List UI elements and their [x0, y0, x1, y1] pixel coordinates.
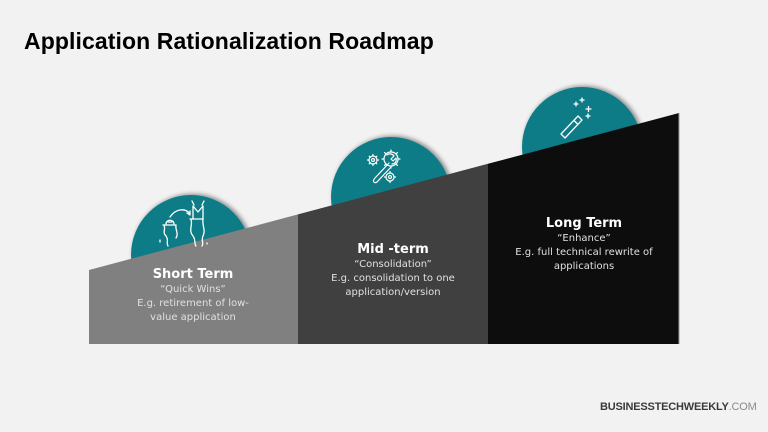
stage-subtitle: “Quick Wins”	[160, 284, 226, 295]
leap-over-gap-icon	[159, 200, 208, 247]
magic-wand-icon	[560, 97, 592, 139]
brand-domain: .COM	[728, 401, 757, 413]
segment-long-term	[488, 113, 679, 344]
stage-short-term: Short Term “Quick Wins” E.g. retirement …	[104, 266, 282, 325]
stage-long-term: Long Term “Enhance” E.g. full technical …	[491, 215, 677, 274]
stage-description-line: E.g. full technical rewrite of	[515, 247, 653, 258]
stage-subtitle: “Enhance”	[557, 233, 611, 244]
page-title: Application Rationalization Roadmap	[24, 28, 434, 54]
stage-title: Mid -term	[357, 242, 429, 257]
stage-description-line: application/version	[345, 287, 441, 298]
brand-watermark: BUSINESSTECHWEEKLY.COM	[600, 401, 757, 413]
stage-title: Long Term	[545, 216, 623, 231]
stage-title: Short Term	[152, 267, 234, 282]
segment-mid-term	[298, 163, 488, 344]
segment-short-term	[89, 214, 298, 344]
stage-description-line: E.g. consolidation to one	[331, 273, 455, 284]
brand-name: BUSINESSTECHWEEKLY	[600, 401, 729, 413]
stage-mid-term: Mid -term “Consolidation” E.g. consolida…	[303, 241, 483, 300]
wrench-gears-icon	[366, 149, 401, 184]
stage-description-line: applications	[553, 261, 615, 272]
stage-subtitle: “Consolidation”	[354, 259, 432, 270]
stage-description-line: E.g. retirement of low-	[137, 298, 249, 309]
stage-description-line: value application	[150, 312, 236, 323]
